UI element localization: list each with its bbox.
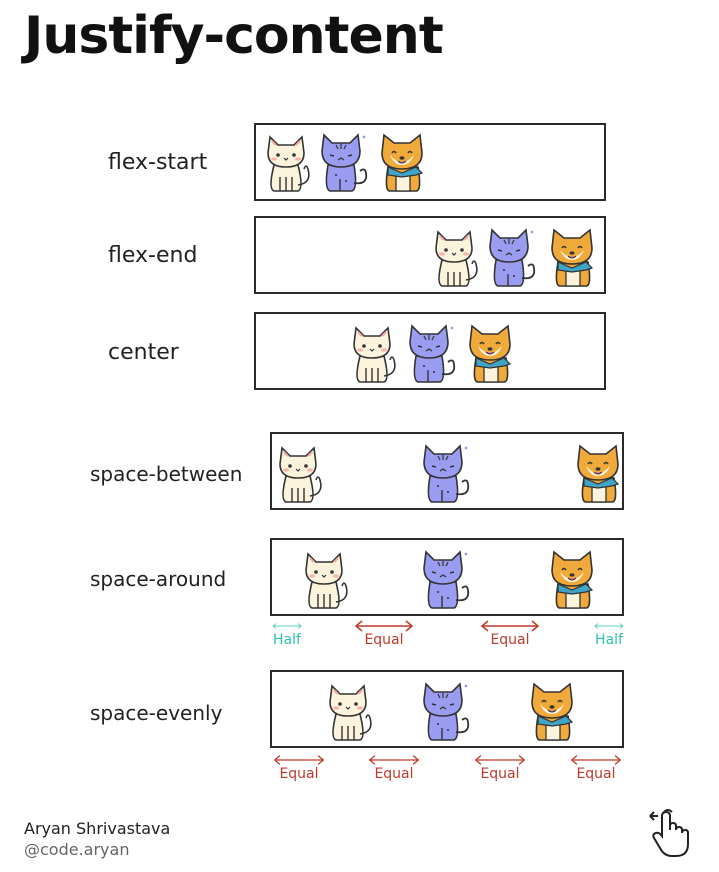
gap-annotation-equal: Equal (568, 754, 624, 782)
shiba-dog-icon (546, 224, 598, 288)
double-arrow-icon (474, 754, 526, 766)
purple-cat-icon (484, 224, 536, 288)
gap-annotation-equal: Equal (366, 754, 422, 782)
author-name: Aryan Shrivastava (24, 819, 171, 838)
shiba-dog-icon (464, 320, 516, 384)
cream-cat-icon (260, 129, 312, 193)
gap-annotation-equal: Equal (468, 620, 552, 648)
flex-box-space-around (270, 538, 624, 616)
double-arrow-icon (368, 754, 420, 766)
author-handle: @code.aryan (24, 840, 130, 859)
gap-label: Equal (490, 632, 530, 648)
double-arrow-icon (570, 754, 622, 766)
shiba-dog-icon (546, 546, 598, 610)
cream-cat-icon (272, 440, 324, 504)
cream-cat-icon (428, 224, 480, 288)
purple-cat-icon (418, 440, 470, 504)
flex-box-flex-start (254, 123, 606, 201)
gap-annotation-equal: Equal (272, 754, 326, 782)
flex-box-flex-end (254, 216, 606, 294)
gap-label: Half (595, 632, 623, 648)
double-arrow-icon (594, 620, 624, 632)
flex-box-space-evenly (270, 670, 624, 748)
purple-cat-icon (418, 678, 470, 742)
row-label-space-around: space-around (90, 567, 227, 591)
swipe-hand-icon[interactable] (644, 806, 696, 860)
gap-label: Equal (480, 766, 520, 782)
row-label-space-evenly: space-evenly (90, 701, 223, 725)
double-arrow-icon (273, 754, 325, 766)
gap-annotation-half: Half (592, 620, 626, 648)
cream-cat-icon (322, 678, 374, 742)
gap-label: Equal (374, 766, 414, 782)
flex-box-space-between (270, 432, 624, 510)
shiba-dog-icon (572, 440, 624, 504)
flex-box-center (254, 312, 606, 390)
gap-label: Equal (576, 766, 616, 782)
gap-label: Equal (364, 632, 404, 648)
purple-cat-icon (404, 320, 456, 384)
cream-cat-icon (298, 546, 350, 610)
page-title: Justify-content (24, 6, 444, 66)
row-label-center: center (108, 340, 179, 365)
gap-annotation-equal: Equal (472, 754, 528, 782)
gap-annotation-half: Half (270, 620, 304, 648)
purple-cat-icon (316, 129, 368, 193)
row-label-space-between: space-between (90, 462, 243, 486)
row-label-flex-start: flex-start (108, 150, 208, 175)
gap-annotation-equal: Equal (342, 620, 426, 648)
cream-cat-icon (346, 320, 398, 384)
shiba-dog-icon (376, 129, 428, 193)
row-label-flex-end: flex-end (108, 243, 198, 268)
double-arrow-icon (344, 620, 424, 632)
shiba-dog-icon (526, 678, 578, 742)
double-arrow-icon (272, 620, 302, 632)
gap-label: Equal (279, 766, 319, 782)
gap-label: Half (273, 632, 301, 648)
purple-cat-icon (418, 546, 470, 610)
double-arrow-icon (470, 620, 550, 632)
